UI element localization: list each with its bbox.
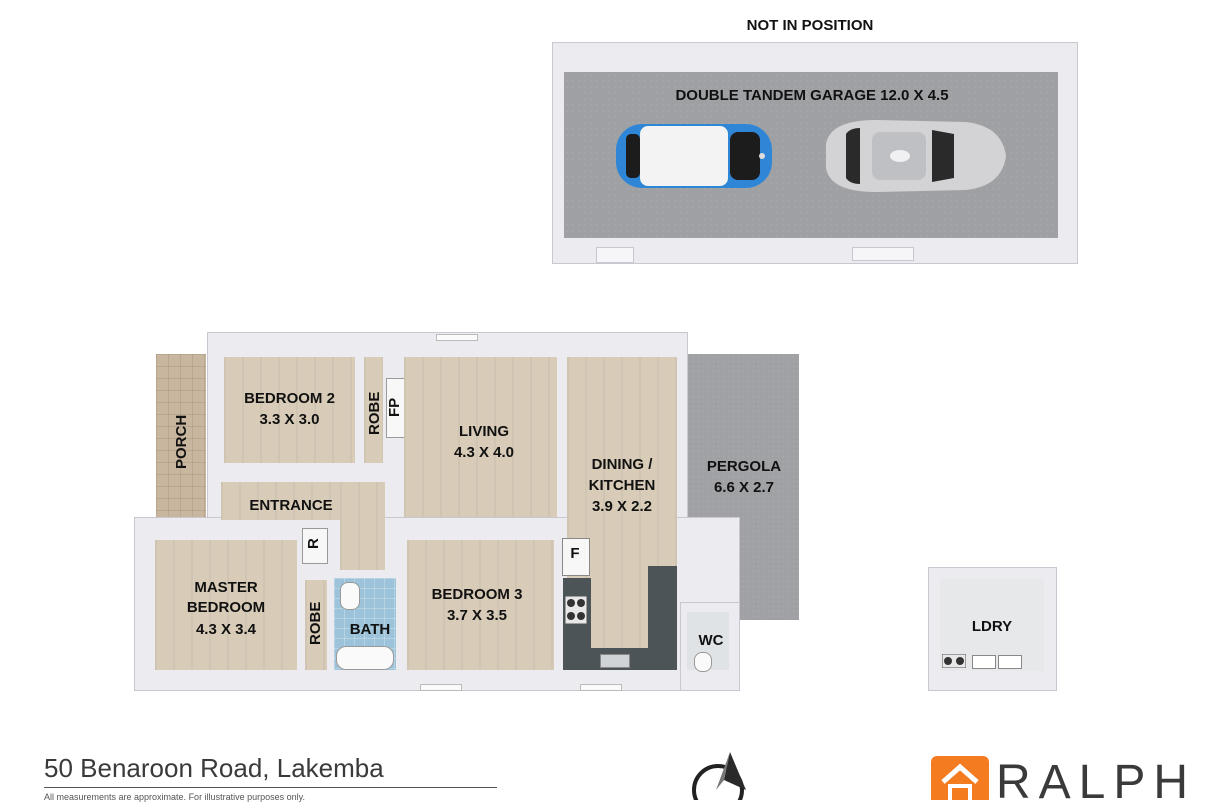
- living-floor: [404, 357, 557, 517]
- master-dims: 4.3 X 3.4: [195, 621, 257, 638]
- address: 50 Benaroon Road, Lakemba: [44, 753, 384, 783]
- garage: DOUBLE TANDEM GARAGE 12.0 X 4.5: [552, 42, 1078, 264]
- garage-label: DOUBLE TANDEM GARAGE 12.0 X 4.5: [675, 87, 949, 104]
- brand-logo: [931, 756, 989, 800]
- robe-r: [302, 528, 328, 564]
- silver-car-icon: [826, 120, 1006, 192]
- blue-car-icon: [616, 124, 772, 188]
- master-floor: [155, 540, 297, 670]
- fridge-label: F: [570, 545, 580, 562]
- robe-bottom-floor: [305, 580, 327, 670]
- laundry-label: LDRY: [971, 618, 1013, 635]
- garage-side-door: [596, 247, 634, 263]
- bedroom2-dims: 3.3 X 3.0: [259, 411, 320, 428]
- address-underline: [44, 787, 497, 788]
- compass-icon: [692, 752, 746, 800]
- bedroom2-name: BEDROOM 2: [244, 390, 335, 407]
- bedroom3-name: BEDROOM 3: [431, 586, 523, 603]
- kitchen-bench-right: [648, 566, 677, 670]
- fridge: [562, 538, 590, 576]
- not-in-position-note: NOT IN POSITION: [746, 17, 874, 34]
- master-name-2: BEDROOM: [186, 599, 266, 616]
- pergola-name: PERGOLA: [706, 458, 782, 475]
- bedroom3-floor: [407, 540, 554, 670]
- laundry-tub-1: [972, 655, 996, 669]
- toilet-icon: [340, 582, 360, 610]
- garage-door: [852, 247, 914, 261]
- porch-label: PORCH: [173, 414, 190, 470]
- master-name: MASTER: [194, 579, 258, 596]
- living-name: LIVING: [458, 423, 509, 440]
- brand-name: RALPH: [996, 756, 1197, 809]
- dining-name-2: KITCHEN: [588, 477, 656, 494]
- wc-toilet-icon: [694, 652, 712, 672]
- porch-area: [156, 354, 206, 519]
- fireplace-label: FP: [386, 397, 403, 417]
- dining-dims: 3.9 X 2.2: [591, 498, 653, 515]
- cooktop-icon: [565, 596, 587, 624]
- pergola-dims: 6.6 X 2.7: [713, 479, 775, 496]
- laundry-tub-2: [998, 655, 1022, 669]
- bath-label: BATH: [349, 621, 391, 638]
- robe-top-floor: [364, 357, 383, 463]
- laundry: LDRY: [928, 567, 1057, 691]
- bedroom2-floor: [224, 357, 355, 463]
- dining-name: DINING /: [591, 456, 653, 473]
- laundry-cooktop-icon: [942, 654, 966, 668]
- bathtub-icon: [336, 646, 394, 670]
- robe-r-label: R: [305, 538, 322, 550]
- house-logo-icon: [941, 763, 979, 800]
- bedroom3-dims: 3.7 X 3.5: [446, 607, 508, 624]
- kitchen-sink: [600, 654, 630, 668]
- robe-bottom-label: ROBE: [307, 601, 324, 645]
- robe-top-label: ROBE: [366, 391, 383, 435]
- wc-label: WC: [698, 632, 724, 649]
- entrance-label: ENTRANCE: [249, 497, 333, 514]
- living-dims: 4.3 X 4.0: [453, 444, 515, 461]
- disclaimer: All measurements are approximate. For il…: [44, 792, 305, 802]
